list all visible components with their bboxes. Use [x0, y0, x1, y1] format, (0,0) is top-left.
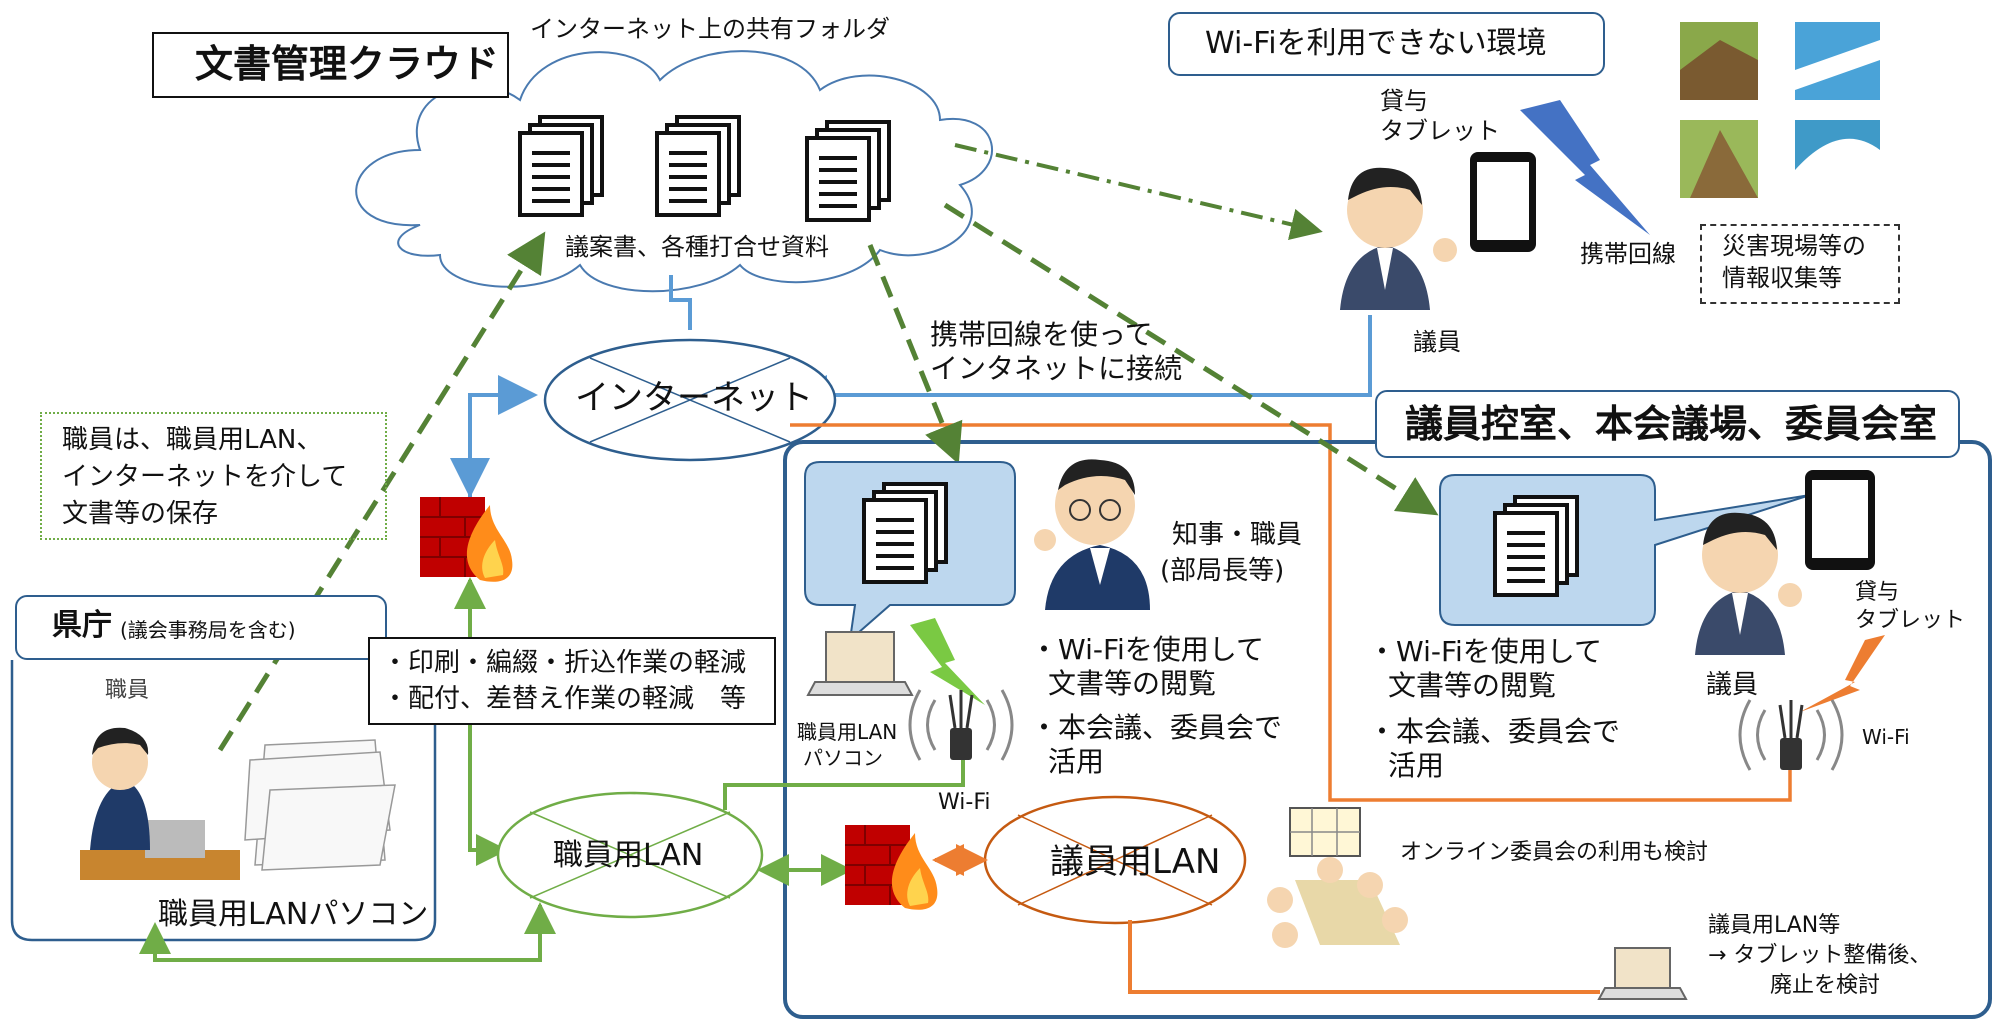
no-wifi-member-label: 議員	[1413, 328, 1461, 356]
member-lan-node	[983, 795, 1247, 925]
prefecture-title: 県庁	[52, 608, 112, 643]
right-point-1b: 文書等の閲覧	[1388, 669, 1557, 702]
exec-sub-label: (部局長等)	[1160, 556, 1285, 586]
wifi-router-icon-right	[1738, 699, 1844, 771]
prefecture-title-sub: (議会事務局を含む)	[120, 618, 296, 642]
left-point-1b: 文書等の閲覧	[1048, 667, 1217, 700]
internet-label: インターネット	[575, 378, 813, 418]
cloud-docs-label: 議案書、各種打合せ資料	[565, 233, 829, 261]
member-lan-note-1: 議員用LAN等	[1708, 913, 1841, 938]
chamber-pc-label-2: パソコン	[803, 746, 883, 770]
member-person-icon-chamber	[1695, 512, 1802, 655]
prefecture-title-box	[15, 595, 387, 660]
staff-lan-node	[496, 791, 764, 919]
no-wifi-tablet-label-2: タブレット	[1380, 117, 1500, 145]
wifi-right-label: Wi-Fi	[1862, 725, 1910, 749]
exec-person-icon	[1034, 459, 1150, 610]
paper-stack-icon	[244, 739, 396, 871]
chamber-pc-label-1: 職員用LAN	[797, 720, 898, 744]
staff-note-line1: 職員は、職員用LAN、	[62, 425, 323, 455]
firewall-icon	[420, 497, 513, 582]
carrier-label: 携帯回線	[1580, 240, 1676, 268]
right-point-1a: ・Wi-Fiを使用して	[1368, 635, 1602, 668]
wifi-left-label: Wi-Fi	[938, 790, 991, 815]
no-wifi-tablet-label-1: 貸与	[1380, 87, 1428, 115]
staff-person-icon	[80, 727, 240, 880]
document-icon	[1493, 495, 1579, 597]
left-point-2b: 活用	[1048, 745, 1105, 778]
document-icon	[805, 120, 891, 222]
online-meeting-label: オンライン委員会の利用も検討	[1400, 840, 1709, 865]
disaster-note-1: 災害現場等の	[1722, 232, 1866, 260]
document-icon	[518, 115, 604, 217]
wifi-router-icon	[908, 689, 1014, 761]
member-lan-note-2: → タブレット整備後、	[1708, 943, 1932, 968]
wifi-signal-icon	[910, 618, 985, 705]
disaster-site-images	[1680, 22, 1880, 198]
online-meeting-icon	[1267, 807, 1408, 948]
staff-note-box	[40, 412, 387, 540]
prefecture-staff: 職員	[105, 678, 150, 703]
laptop-icon	[806, 631, 914, 696]
no-wifi-title-box	[1168, 12, 1605, 76]
chamber-title-box	[1375, 390, 1960, 458]
disaster-note-2: 情報収集等	[1722, 264, 1842, 292]
cloud-subtitle: インターネット上の共有フォルダ	[530, 15, 890, 43]
firewall-icon-chamber	[845, 825, 938, 910]
member-lan-label: 議員用LAN	[1050, 842, 1221, 882]
tablet-icon-chamber	[1805, 470, 1875, 570]
right-point-2b: 活用	[1388, 749, 1445, 782]
left-point-2a: ・本会議、委員会で	[1030, 711, 1283, 744]
chamber-title: 議員控室、本会議場、委員会室	[1405, 402, 1938, 446]
benefits-line1: ・印刷・編綴・折込作業の軽減	[382, 648, 747, 678]
disaster-note-box	[1700, 224, 1900, 304]
right-point-2a: ・本会議、委員会で	[1368, 715, 1621, 748]
laptop-icon-member-lan	[1597, 947, 1688, 1000]
member-lan-note-3: 廃止を検討	[1770, 973, 1881, 998]
staff-lan-label: 職員用LAN	[553, 838, 704, 873]
internet-node	[543, 338, 837, 462]
member-person-icon	[1340, 167, 1457, 310]
staff-note-line2: インターネットを介して	[62, 462, 348, 492]
mobile-connect-line2: インタネットに接続	[930, 352, 1183, 385]
exec-label: 知事・職員	[1172, 520, 1303, 550]
tablet-icon	[1470, 152, 1536, 252]
chamber-member-label: 議員	[1706, 670, 1759, 700]
prefecture-pc: 職員用LANパソコン	[158, 897, 429, 932]
chamber-tablet-label-1: 貸与	[1855, 580, 1900, 605]
mobile-connect-line1: 携帯回線を使って	[930, 318, 1153, 351]
chamber-tablet-label-2: タブレット	[1855, 608, 1966, 633]
staff-note-line3: 文書等の保存	[62, 499, 219, 529]
benefits-box	[368, 637, 776, 725]
benefits-line2: ・配付、差替え作業の軽減 等	[382, 684, 747, 714]
document-icon	[862, 482, 948, 584]
document-icon	[655, 115, 741, 217]
cloud-title: 文書管理クラウド	[195, 42, 500, 86]
cellular-signal-icon	[1520, 100, 1650, 235]
no-wifi-title: Wi-Fiを利用できない環境	[1205, 26, 1547, 61]
wifi-signal-icon-right	[1800, 635, 1885, 712]
left-point-1a: ・Wi-Fiを使用して	[1030, 633, 1264, 666]
cloud-title-box	[152, 32, 509, 98]
